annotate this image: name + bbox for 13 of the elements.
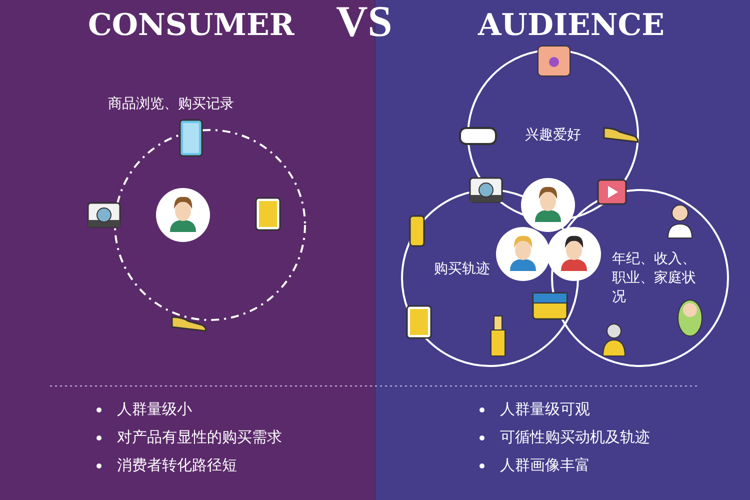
bullet-item: 消费者转化路径短 bbox=[117, 456, 237, 475]
versus-text: VS bbox=[336, 0, 392, 47]
caption-text: 兴趣爱好 bbox=[525, 126, 581, 144]
bullet-item: 人群量级可观 bbox=[500, 400, 590, 419]
heading-text: CONSUMER bbox=[88, 8, 294, 43]
bullet-item: 对产品有显性的购买需求 bbox=[117, 428, 282, 447]
bullet-item: 人群画像丰富 bbox=[500, 456, 590, 475]
bullet-item: 可循性购买动机及轨迹 bbox=[500, 428, 650, 447]
caption-text: 年纪、收入、职业、家庭状况 bbox=[612, 250, 696, 307]
caption-text: 购买轨迹 bbox=[434, 260, 490, 278]
caption-text: 商品浏览、购买记录 bbox=[108, 95, 234, 113]
bullet-item: 人群量级小 bbox=[117, 400, 192, 419]
heading-text: AUDIENCE bbox=[478, 8, 665, 43]
